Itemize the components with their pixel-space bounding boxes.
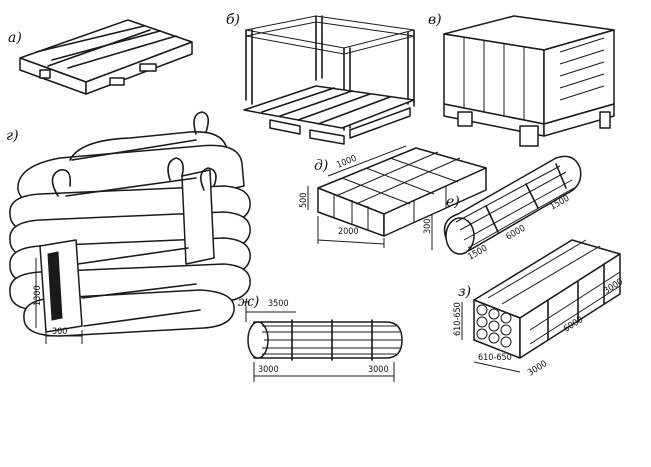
- panel-z-dim-height: 610-650: [453, 302, 463, 336]
- panel-g-dim-width: 300: [52, 327, 67, 337]
- panel-e-dim-height: 300: [423, 219, 433, 234]
- panel-d-label: д): [314, 158, 328, 174]
- panel-g-bag-stack: 1300 300 г): [6, 111, 251, 344]
- panel-zh-dim-right: 3000: [368, 365, 389, 375]
- panel-d-dim-height: 500: [299, 193, 309, 208]
- panel-d-package: 1000 500 2000 д): [299, 145, 487, 248]
- panel-b-post-pallet: б): [226, 12, 415, 145]
- panel-z-dim-a: 3000: [526, 359, 549, 378]
- panel-zh-dim-left: 3000: [258, 365, 279, 375]
- panel-g-dim-height: 1300: [33, 285, 43, 306]
- panel-z-timber-bundle: 610-650 610-650 3000 6000 3000 з): [453, 239, 625, 379]
- panel-zh-long-bundle: 3500 3000 3000 ж): [238, 294, 403, 382]
- panel-v-box-pallet: в): [428, 12, 615, 147]
- panel-e-label: е): [446, 194, 460, 210]
- panel-d-dim-length: 2000: [338, 227, 359, 237]
- panel-b-label: б): [226, 12, 240, 28]
- panel-a-flat-pallet: а): [8, 19, 193, 95]
- panel-z-label: з): [458, 284, 471, 300]
- panel-v-label: в): [428, 12, 442, 28]
- panel-z-dim-width: 610-650: [478, 353, 512, 363]
- panel-zh-label: ж): [238, 294, 259, 310]
- panel-g-label: г): [6, 128, 19, 144]
- panel-zh-dim-top: 3500: [268, 299, 289, 309]
- panel-a-label: а): [8, 30, 22, 46]
